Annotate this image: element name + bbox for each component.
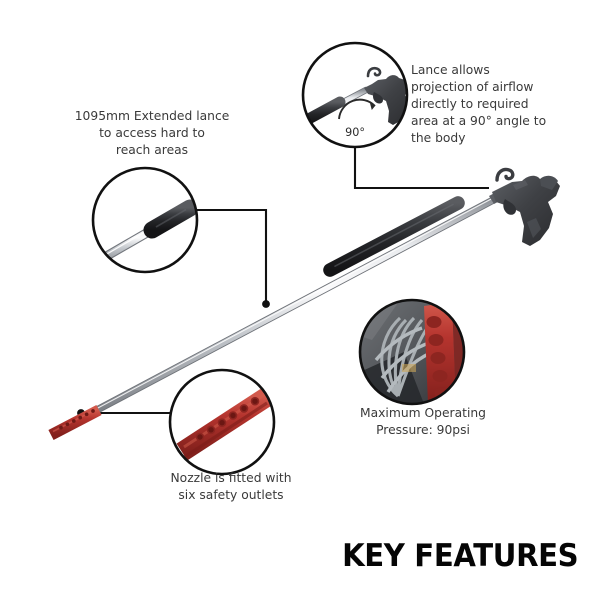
detail-circle-nozzle	[168, 368, 276, 476]
lance-red-nozzle	[48, 405, 102, 440]
callout-text-airflow-angle: Lance allows projection of airflow direc…	[411, 63, 547, 145]
detail-circle-lance-end	[91, 166, 199, 274]
detail-gun-head	[364, 66, 407, 125]
leader-line-lance-length	[196, 208, 268, 304]
leader-lines	[77, 147, 489, 417]
leader-line-airflow-angle	[353, 147, 489, 190]
page-title: KEY FEATURES	[341, 538, 579, 574]
lance-rubber-grip	[323, 196, 465, 277]
callout-text-nozzle-outlets: Nozzle is fitted with six safety outlets	[170, 471, 292, 502]
callout-text-lance-length: 1095mm Extended lance to access hard to …	[74, 109, 230, 157]
detail-nozzle-outlet-holes	[195, 396, 260, 442]
detail-circle-gun-angle: 90°	[301, 41, 409, 149]
angle-arc-indicator	[338, 98, 376, 120]
blow-gun-assembly	[489, 167, 560, 246]
leader-dot-lance-length	[262, 300, 270, 308]
detail-circle-pressure-photo	[358, 298, 466, 406]
callout-text-max-pressure: Maximum Operating Pressure: 90psi	[360, 406, 486, 437]
angle-label: 90°	[345, 126, 365, 139]
lance-chrome-shaft	[74, 194, 501, 424]
nozzle-outlet-holes	[59, 409, 95, 430]
main-product-lance	[48, 167, 560, 440]
